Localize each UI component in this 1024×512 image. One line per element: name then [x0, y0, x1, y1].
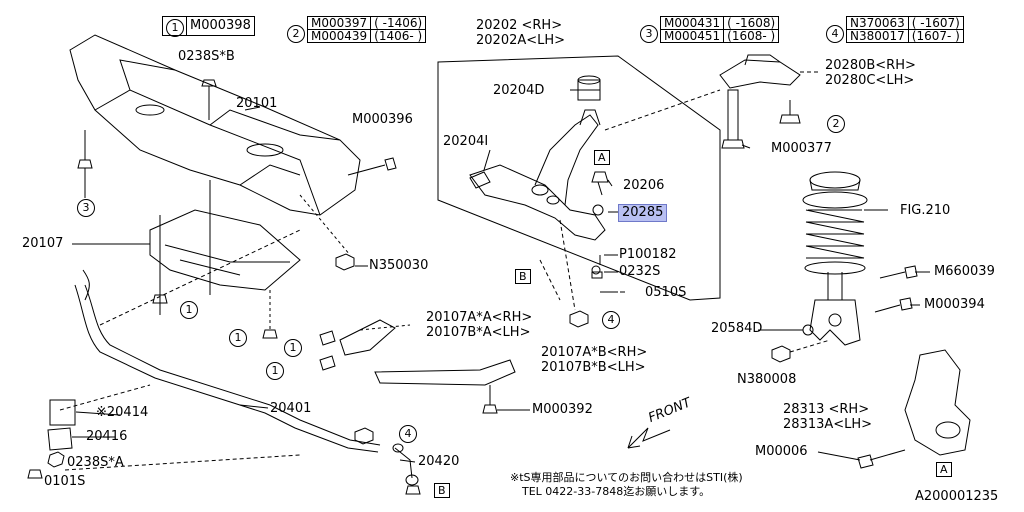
ref-circle-1: 1	[284, 339, 302, 357]
header-table-1: M000398	[162, 16, 255, 36]
label-20285-highlighted[interactable]: 20285	[618, 204, 668, 222]
label-20202a-lh: 20202A<LH>	[476, 33, 566, 48]
label-28313a-lh: 28313A<LH>	[783, 417, 873, 432]
ref-circle-1: 1	[180, 301, 198, 319]
ref-box-b: B	[515, 269, 531, 284]
ref-circle-3: 3	[640, 25, 658, 43]
label-20204i: 20204I	[443, 134, 489, 149]
header-range: (1607- )	[907, 29, 964, 43]
label-20107b-a-lh: 20107B*A<LH>	[426, 325, 531, 340]
label-m000396: M000396	[352, 112, 413, 127]
header-code: M000398	[186, 16, 255, 36]
header-range: ( -1608)	[723, 16, 780, 30]
header-table-2: M000397( -1406) M000439(1406- )	[306, 16, 427, 43]
label-0510s: 0510S	[645, 285, 687, 300]
diagram-id: A200001235	[915, 489, 999, 504]
label-n350030: N350030	[369, 258, 429, 273]
label-m000377: M000377	[771, 141, 832, 156]
header-code: N380017	[846, 29, 909, 43]
header-code: M000431	[659, 16, 725, 30]
header-range: ( -1406)	[370, 16, 427, 30]
label-20401: 20401	[270, 401, 312, 416]
label-m00006: M00006	[755, 444, 808, 459]
label-0232s: 0232S	[619, 264, 661, 279]
ref-circle-4: 4	[399, 425, 417, 443]
ref-box-a: A	[594, 150, 610, 165]
label-20107a-b-rh: 20107A*B<RH>	[541, 345, 648, 360]
label-20414: ※20414	[96, 405, 149, 420]
ref-circle-1: 1	[266, 362, 284, 380]
label-20420: 20420	[418, 454, 460, 469]
label-m660039: M660039	[934, 264, 995, 279]
header-code: M000397	[306, 16, 372, 30]
label-20107a-a-rh: 20107A*A<RH>	[426, 310, 533, 325]
label-m000392: M000392	[532, 402, 593, 417]
header-table-3: M000431( -1608) M000451(1608- )	[659, 16, 780, 43]
ref-circle-4: 4	[826, 25, 844, 43]
ref-box-a: A	[936, 462, 952, 477]
ref-box-b: B	[434, 483, 450, 498]
label-20101: 20101	[236, 96, 278, 111]
header-range: ( -1607)	[907, 16, 964, 30]
label-20206: 20206	[623, 178, 665, 193]
label-20416: 20416	[86, 429, 128, 444]
header-range: (1406- )	[370, 29, 427, 43]
label-20280b: 20280B<RH>	[825, 58, 916, 73]
sti-note-line2: TEL 0422-33-7848迄お願いします。	[522, 485, 711, 498]
header-range: (1608- )	[723, 29, 780, 43]
label-28313-rh: 28313 <RH>	[783, 402, 870, 417]
header-code: N370063	[846, 16, 909, 30]
header-code: M000439	[306, 29, 372, 43]
ref-circle-2: 2	[827, 115, 845, 133]
ref-circle-2: 2	[287, 25, 305, 43]
label-p100182: P100182	[619, 247, 677, 262]
label-20584d: 20584D	[711, 321, 763, 336]
label-20280c: 20280C<LH>	[825, 73, 915, 88]
label-20107b-b-lh: 20107B*B<LH>	[541, 360, 646, 375]
label-fig210: FIG.210	[900, 203, 951, 218]
label-20202-rh: 20202 <RH>	[476, 18, 563, 33]
label-0238s-b: 0238S*B	[178, 49, 235, 64]
label-20204d: 20204D	[493, 83, 545, 98]
ref-circle-1: 1	[229, 329, 247, 347]
label-n380008: N380008	[737, 372, 797, 387]
label-0101s: 0101S	[44, 474, 86, 489]
header-table-4: N370063( -1607) N380017(1607- )	[846, 16, 964, 43]
label-20107: 20107	[22, 236, 64, 251]
label-0238s-a: 0238S*A	[67, 455, 124, 470]
ref-circle-4: 4	[602, 311, 620, 329]
ref-circle-3: 3	[77, 199, 95, 217]
header-code: M000451	[659, 29, 725, 43]
label-m000394: M000394	[924, 297, 985, 312]
sti-note-line1: ※tS専用部品についてのお問い合わせはSTI(株)	[510, 471, 743, 484]
